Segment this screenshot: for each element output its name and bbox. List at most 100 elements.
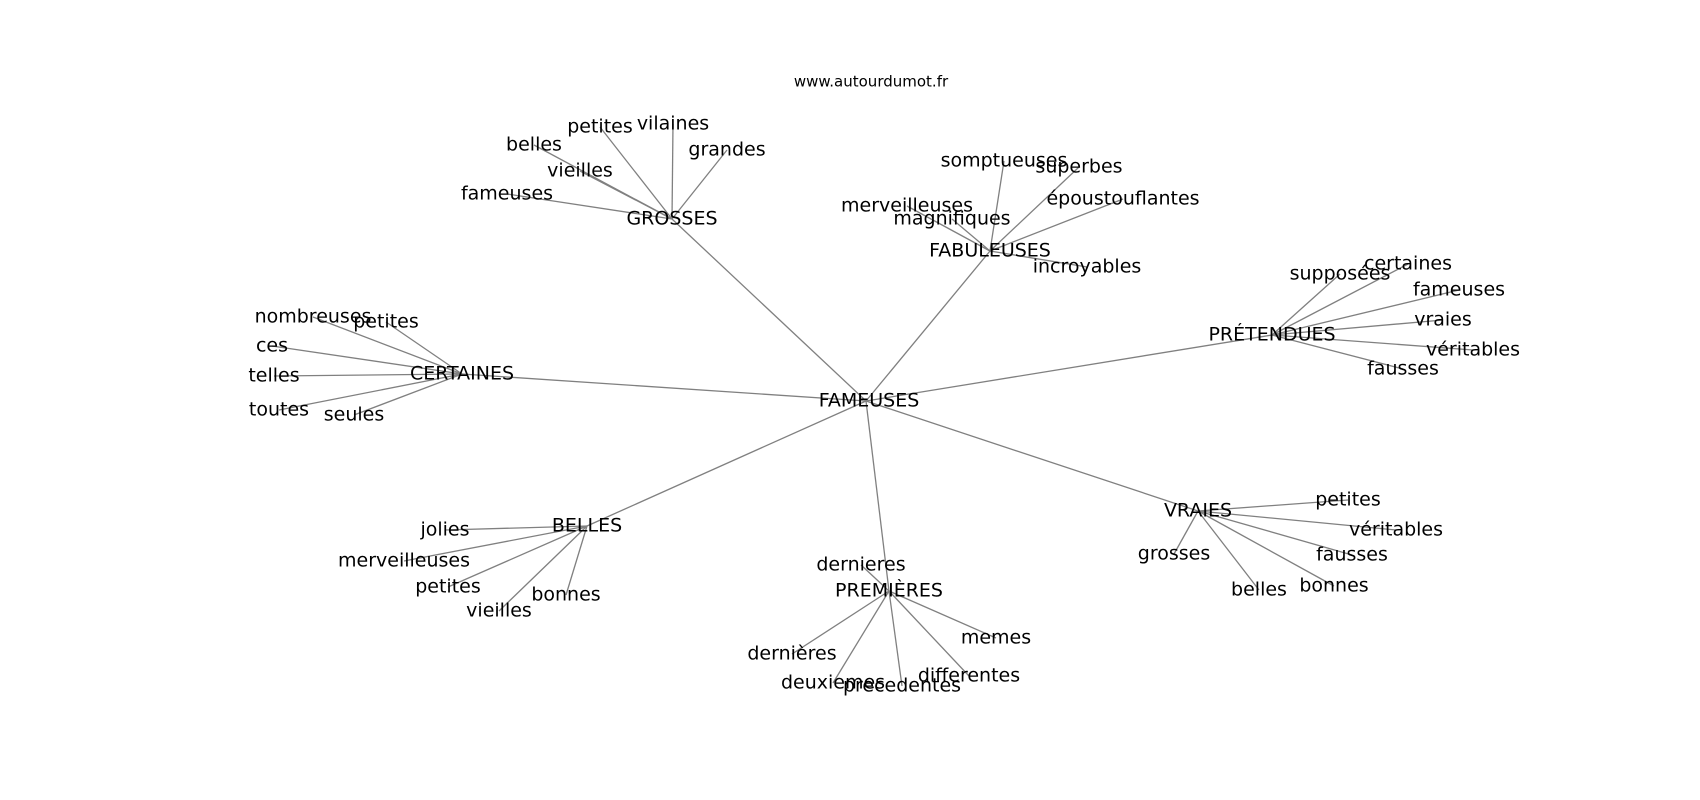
leaf-node-grosses-4: vieilles [547, 160, 613, 182]
edge-center-premieres [865, 400, 890, 592]
hub-node-belles: BELLES [552, 515, 622, 537]
leaf-node-grosses-5: fameuses [461, 183, 553, 205]
leaf-node-premieres-3: precedentes [843, 675, 961, 697]
leaf-node-premieres-4: differentes [918, 665, 1020, 687]
edge-pretendues-leaf-1 [1271, 263, 1409, 336]
edge-premieres-leaf-5 [888, 590, 997, 639]
hub-node-grosses: GROSSES [626, 208, 717, 230]
source-watermark: www.autourdumot.fr [794, 73, 949, 91]
leaf-node-vraies-5: bonnes [1299, 575, 1368, 597]
edge-grosses-leaf-1 [671, 123, 674, 220]
edge-fabuleuses-leaf-1 [989, 166, 1080, 252]
edge-center-certaines [461, 373, 867, 402]
leaf-node-fabuleuses-1: superbes [1035, 156, 1122, 178]
hub-node-certaines: CERTAINES [410, 363, 514, 385]
leaf-node-pretendues-5: fausses [1367, 358, 1439, 380]
edge-pretendues-leaf-0 [1271, 273, 1341, 336]
hub-node-fabuleuses: FABULEUSES [929, 240, 1051, 262]
edge-pretendues-leaf-3 [1271, 319, 1444, 336]
leaf-node-fabuleuses-2: époustouflantes [1046, 188, 1199, 210]
edge-premieres-leaf-0 [860, 564, 890, 592]
edge-center-fabuleuses [865, 250, 991, 402]
leaf-node-fabuleuses-3: merveilleuses [841, 195, 973, 217]
leaf-node-grosses-2: grandes [688, 139, 765, 161]
edge-center-pretendues [865, 334, 1273, 402]
edge-fabuleuses-leaf-3 [906, 205, 991, 252]
leaf-node-premieres-2: deuxiemes [781, 672, 885, 694]
leaf-node-certaines-4: toutes [249, 399, 309, 421]
edge-vraies-leaf-1 [1197, 510, 1397, 531]
edge-premieres-leaf-4 [888, 590, 970, 677]
leaf-node-belles-3: vieilles [466, 600, 532, 622]
center-node-label: FAMEUSES [819, 390, 920, 412]
leaf-node-vraies-4: belles [1231, 579, 1287, 601]
edge-pretendues-leaf-5 [1271, 334, 1404, 370]
edge-grosses-leaf-0 [599, 126, 673, 220]
edge-grosses-leaf-4 [579, 170, 673, 220]
edge-certaines-leaf-4 [278, 373, 463, 411]
leaf-node-fabuleuses-0: somptueuses [941, 150, 1068, 172]
edge-certaines-leaf-5 [353, 373, 463, 416]
edge-fabuleuses-leaf-4 [951, 218, 991, 252]
leaf-node-premieres-1: dernières [747, 643, 836, 665]
edge-vraies-leaf-4 [1197, 510, 1260, 591]
leaf-node-pretendues-4: véritables [1426, 339, 1520, 361]
edge-certaines-leaf-2 [271, 345, 463, 375]
edge-certaines-leaf-3 [273, 373, 463, 377]
leaf-node-fabuleuses-5: incroyables [1033, 256, 1142, 278]
leaf-node-belles-2: petites [415, 576, 481, 598]
leaf-node-vraies-2: fausses [1316, 544, 1388, 566]
edge-certaines-leaf-0 [312, 316, 463, 375]
edge-premieres-leaf-3 [888, 590, 903, 687]
hub-node-vraies: VRAIES [1164, 500, 1232, 522]
edge-belles-leaf-1 [403, 525, 588, 562]
edge-fabuleuses-leaf-5 [989, 250, 1088, 268]
leaf-node-fabuleuses-4: magnifiques [893, 208, 1010, 230]
edge-vraies-leaf-5 [1197, 510, 1335, 587]
edge-grosses-leaf-5 [506, 193, 673, 220]
edge-premieres-leaf-1 [791, 590, 890, 655]
leaf-node-grosses-1: vilaines [637, 113, 709, 135]
leaf-node-premieres-0: dernieres [816, 554, 905, 576]
leaf-node-vraies-0: petites [1315, 489, 1381, 511]
edge-vraies-leaf-0 [1197, 499, 1349, 512]
edge-fabuleuses-leaf-2 [989, 198, 1124, 252]
leaf-node-grosses-0: petites [567, 116, 633, 138]
edge-premieres-leaf-2 [832, 590, 890, 684]
leaf-node-pretendues-2: fameuses [1413, 279, 1505, 301]
edge-pretendues-leaf-2 [1271, 289, 1460, 336]
leaf-node-vraies-3: grosses [1138, 543, 1210, 565]
hub-node-premieres: PREMIÈRES [835, 579, 943, 602]
leaf-node-certaines-2: ces [256, 335, 288, 357]
edge-belles-leaf-0 [444, 525, 588, 531]
edge-pretendues-leaf-4 [1271, 334, 1474, 351]
hub-node-pretendues: PRÉTENDUES [1208, 323, 1335, 346]
leaf-node-belles-1: merveilleuses [338, 550, 470, 572]
edge-grosses-leaf-2 [671, 149, 728, 220]
leaf-node-pretendues-3: vraies [1414, 309, 1472, 331]
leaf-node-premieres-5: memes [961, 627, 1031, 649]
leaf-node-belles-0: jolies [419, 519, 469, 541]
edge-center-vraies [865, 400, 1199, 512]
leaf-node-belles-4: bonnes [531, 584, 600, 606]
edge-vraies-leaf-3 [1173, 510, 1199, 555]
edge-belles-leaf-4 [565, 525, 588, 596]
edge-center-belles [586, 400, 867, 527]
edges-layer [271, 123, 1474, 687]
edge-center-grosses [671, 218, 867, 402]
leaf-node-pretendues-1: certaines [1364, 253, 1452, 275]
edge-belles-leaf-3 [498, 525, 588, 612]
leaf-node-certaines-5: seules [324, 404, 385, 426]
leaf-node-certaines-0: nombreuses [255, 306, 372, 328]
edge-certaines-leaf-1 [385, 321, 463, 375]
leaf-node-grosses-3: belles [506, 134, 562, 156]
edge-vraies-leaf-2 [1197, 510, 1353, 556]
edge-belles-leaf-2 [447, 525, 588, 588]
leaf-node-pretendues-0: supposées [1290, 263, 1391, 285]
leaf-node-certaines-1: petites [353, 311, 419, 333]
leaf-node-vraies-1: véritables [1349, 519, 1443, 541]
leaf-node-certaines-3: telles [248, 365, 299, 387]
edge-fabuleuses-leaf-0 [989, 160, 1005, 252]
